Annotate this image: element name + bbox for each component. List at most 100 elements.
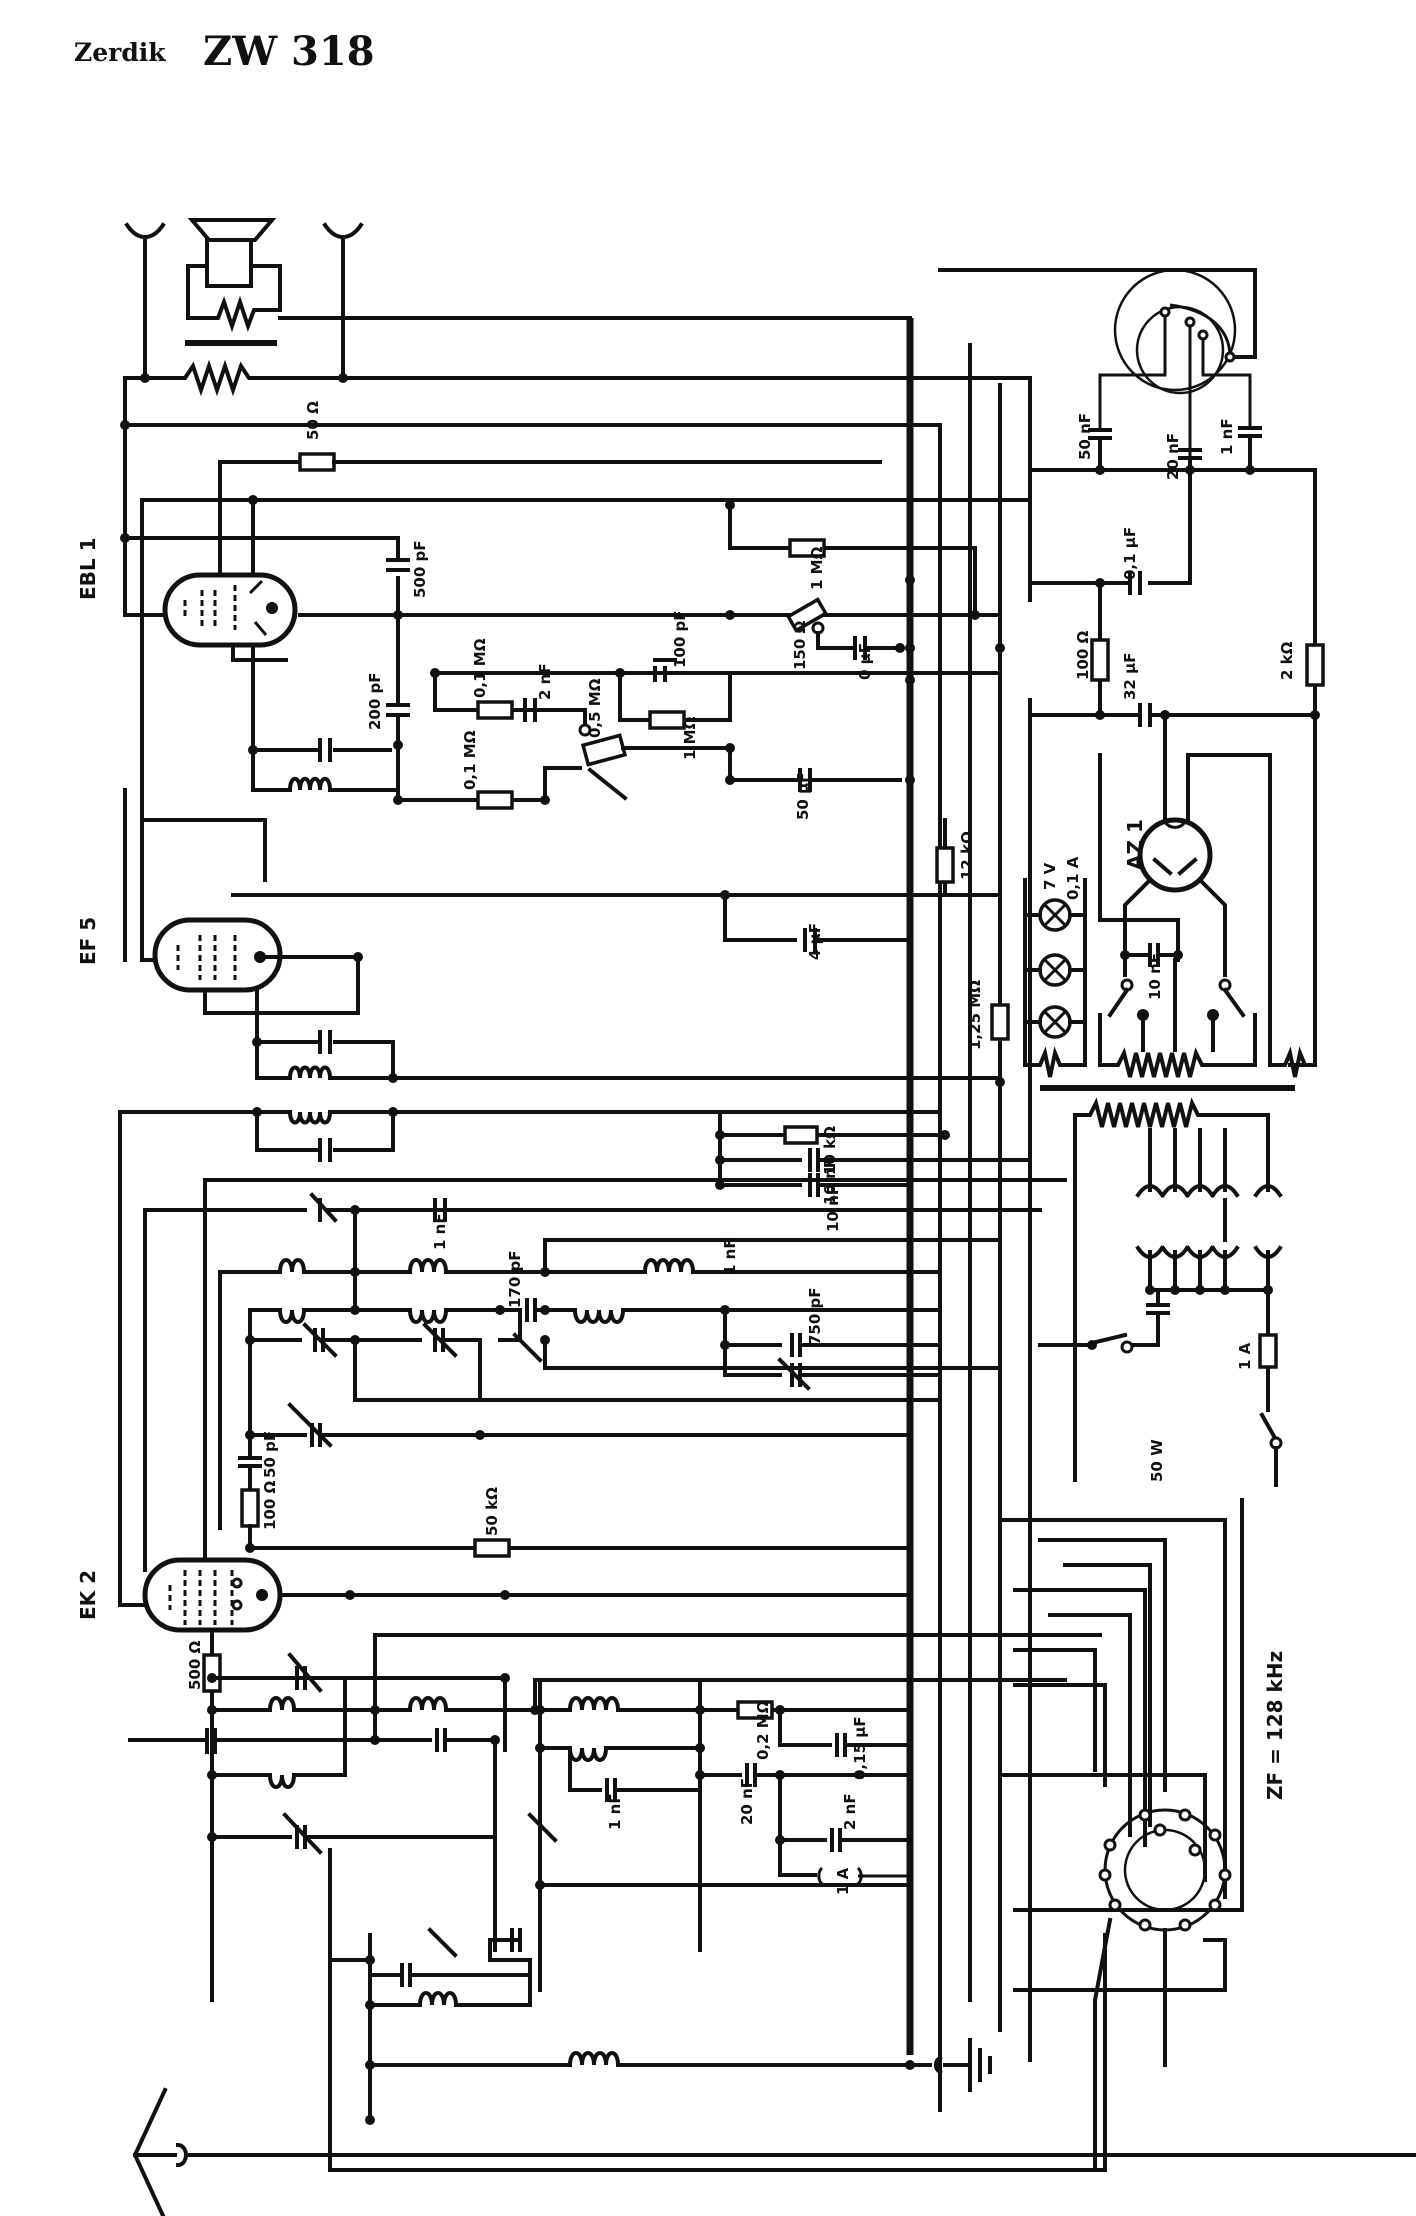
label-pot-05m: 0,5 MΩ bbox=[586, 678, 604, 738]
label-c-100pf: 100 pF bbox=[671, 610, 689, 668]
resistor-100ohm-osc bbox=[240, 1488, 260, 1528]
tube-ef5-icon bbox=[152, 917, 283, 993]
resistor-50kohm bbox=[473, 1538, 511, 1558]
switch-contacts bbox=[1098, 1808, 1232, 1932]
antenna-coil-icon bbox=[368, 2051, 912, 2067]
ebl1-stage bbox=[120, 423, 1032, 810]
label-c-32uf: 32 µF bbox=[1121, 653, 1139, 700]
power-buses bbox=[905, 318, 1032, 2112]
label-c-50nf: 50 nF bbox=[1076, 413, 1094, 460]
label-c-1nf-det: 1 nF bbox=[606, 1793, 624, 1830]
bias-potentiometer-icon bbox=[785, 597, 829, 633]
dial-lamp-icon bbox=[1038, 898, 1072, 1039]
label-lamp-voltage: 7 V bbox=[1041, 862, 1059, 890]
resistor-50ohm bbox=[298, 452, 336, 472]
trimmer-capacitors-icon bbox=[248, 1322, 482, 1400]
detector-lamp-icon bbox=[817, 1866, 910, 1886]
mains-fuse-icon bbox=[1258, 1333, 1278, 1369]
output-transformer-primary-icon bbox=[123, 359, 1032, 397]
label-r-150ohm: 150 Ω bbox=[791, 620, 809, 670]
band-switch-section bbox=[998, 1498, 1244, 2172]
resistor-100ohm bbox=[1090, 638, 1110, 682]
resistor-1mohm bbox=[788, 538, 826, 558]
label-r-100ohm-osc: 100 Ω bbox=[261, 1480, 279, 1530]
label-c-1nf-a: 1 nF bbox=[431, 1213, 449, 1250]
label-c-0uf: 0 µF bbox=[856, 643, 874, 680]
agc-filter bbox=[143, 1110, 1067, 1587]
capacitor-50nf bbox=[1088, 428, 1112, 472]
label-r-01m-b: 0,1 MΩ bbox=[461, 730, 479, 790]
label-c-50uf: 50 µF bbox=[794, 773, 812, 820]
volume-potentiometer-icon bbox=[580, 733, 628, 767]
tube-ek2-icon bbox=[142, 1557, 283, 1633]
if-transformer-primary-icon bbox=[118, 1110, 942, 1125]
label-r-100ohm: 100 Ω bbox=[1074, 630, 1092, 680]
label-r-125m: 1,25 MΩ bbox=[966, 980, 984, 1050]
label-c-20nf-det: 20 nF bbox=[738, 1778, 756, 1825]
label-r-2k: 2 kΩ bbox=[1278, 641, 1296, 680]
tube-az1-icon bbox=[1137, 817, 1213, 893]
label-c-015uf: 0,15 µF bbox=[851, 1716, 869, 1780]
power-transformer-core bbox=[1040, 1085, 1295, 1091]
band-switch-caps bbox=[128, 1708, 497, 1952]
power-switch-icon bbox=[1259, 1412, 1278, 1441]
transformer-core bbox=[185, 340, 277, 346]
label-r-50k: 50 kΩ bbox=[483, 1487, 501, 1536]
ek2-rf-section bbox=[142, 1208, 1002, 1712]
tube-label-az1: AZ 1 bbox=[1123, 819, 1147, 870]
phono-jack-right-icon bbox=[322, 222, 364, 380]
speaker-icon bbox=[187, 218, 277, 242]
dial-lamp-supply bbox=[1023, 878, 1087, 1078]
tube-label-ebl1: EBL 1 bbox=[76, 537, 100, 600]
label-r-500ohm: 500 Ω bbox=[186, 1640, 204, 1690]
mains-primary-icon bbox=[1073, 1097, 1270, 1192]
tuning-capacitor-icon bbox=[248, 1338, 912, 1448]
ef5-stage bbox=[118, 788, 1010, 1607]
oscillator-coil-icon bbox=[218, 1258, 942, 1530]
label-c-20nf: 20 nF bbox=[1164, 433, 1182, 480]
field-coil-icon bbox=[1113, 268, 1237, 392]
resistor-10kohm bbox=[783, 1125, 819, 1145]
power-supply-section bbox=[938, 268, 1325, 1487]
label-fuse-mains: 1 A bbox=[1236, 1342, 1254, 1370]
resistor-125mohm bbox=[990, 1003, 1010, 1041]
mains-switch-icon bbox=[1038, 1332, 1128, 1347]
audio-choke-icon bbox=[251, 748, 400, 792]
pot-wiper bbox=[587, 767, 628, 801]
if-frequency-note: ZF = 128 kHz bbox=[1263, 1651, 1287, 1800]
label-c-750pf: 750 pF bbox=[806, 1287, 824, 1345]
label-c-2nf-det: 2 nF bbox=[841, 1793, 859, 1830]
label-c-1nf-spk: 1 nF bbox=[1218, 418, 1236, 455]
ground-terminal-icon bbox=[908, 2038, 992, 2092]
tube-label-ek2: EK 2 bbox=[76, 1570, 100, 1620]
speaker-coil bbox=[205, 238, 253, 288]
capacitor-500pf bbox=[386, 558, 410, 572]
label-c-200pf: 200 pF bbox=[366, 672, 384, 730]
label-c-01uf: 0,1 µF bbox=[1121, 527, 1139, 580]
phono-jack-left-icon bbox=[124, 222, 166, 380]
resistor-02mohm bbox=[736, 1700, 774, 1720]
transformer-secondary-icon bbox=[1098, 1013, 1257, 1078]
label-detector-lamp: 1 A bbox=[834, 1867, 852, 1895]
label-c-170pf: 170 pF bbox=[506, 1250, 524, 1308]
label-c-500pf: 500 pF bbox=[411, 540, 429, 598]
label-power-rating: 50 W bbox=[1148, 1439, 1166, 1482]
antenna-coil-section bbox=[128, 1633, 1416, 2216]
tube-ebl1-icon bbox=[162, 572, 298, 648]
label-c-50pf: 50 pF bbox=[261, 1431, 279, 1478]
label-c-10nf-a: 10 nF bbox=[821, 1158, 839, 1205]
label-lamp-current: 0,1 A bbox=[1064, 856, 1082, 900]
manufacturer-name: Zerdik bbox=[74, 38, 166, 67]
label-r-01m-a: 0,1 MΩ bbox=[471, 638, 489, 698]
label-r-10k: 10 kΩ bbox=[821, 1126, 839, 1175]
model-number: ZW 318 bbox=[203, 28, 375, 75]
label-r-1m-a: 1 MΩ bbox=[808, 546, 826, 590]
label-r-12k: 12 kΩ bbox=[958, 831, 976, 880]
resistor-2kohm bbox=[1305, 643, 1325, 687]
label-c-2nf: 2 nF bbox=[536, 663, 554, 700]
if-transformer-secondary-icon bbox=[255, 1040, 1002, 1080]
label-r-02m: 0,2 MΩ bbox=[754, 1700, 772, 1760]
label-c-1nf-b: 1 nF bbox=[721, 1238, 739, 1275]
component-labels: EBL 1 EF 5 EK 2 AZ 1 50 Ω 500 pF 200 pF … bbox=[76, 401, 1296, 1895]
